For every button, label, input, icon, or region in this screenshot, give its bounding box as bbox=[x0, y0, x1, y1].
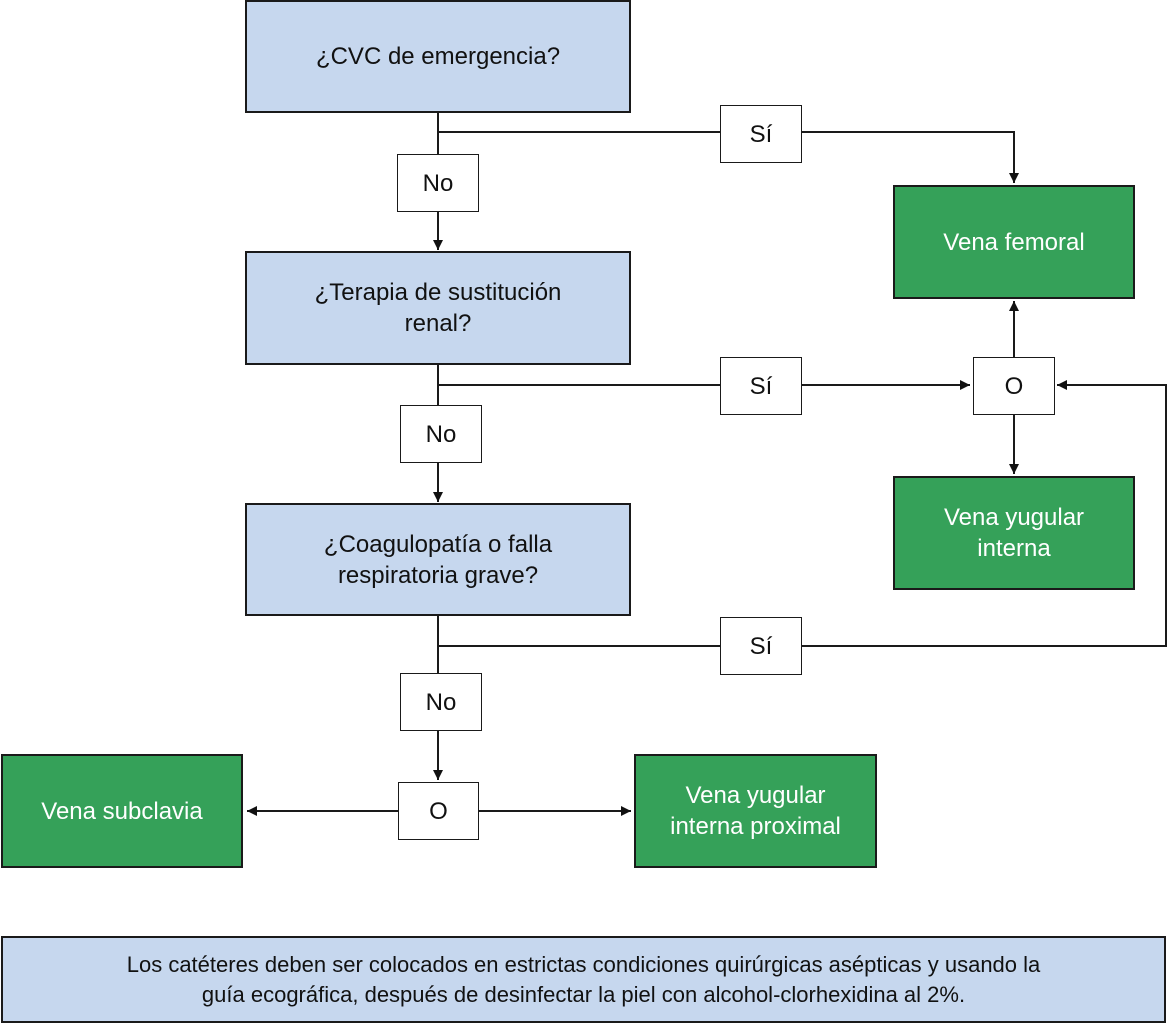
label-text: Sí bbox=[749, 632, 773, 660]
question-text: ¿Terapia de sustitución renal? bbox=[314, 279, 562, 337]
label-or-bottom: O bbox=[398, 782, 479, 840]
label-no-3: No bbox=[400, 673, 482, 731]
label-yes-2: Sí bbox=[720, 357, 802, 415]
outcome-subclavian-vein: Vena subclavia bbox=[1, 754, 243, 868]
arrow-q3-yes bbox=[438, 380, 1167, 647]
label-no-2: No bbox=[400, 405, 482, 463]
label-no-1: No bbox=[397, 154, 479, 212]
question-text: ¿Coagulopatía o falla respiratoria grave… bbox=[323, 530, 553, 589]
footnote-text: Los catéteres deben ser colocados en est… bbox=[126, 951, 1041, 1007]
label-text: Sí bbox=[749, 120, 773, 148]
question-text: ¿CVC de emergencia? bbox=[315, 43, 561, 70]
label-yes-1: Sí bbox=[720, 105, 802, 163]
label-text: No bbox=[425, 420, 457, 448]
question-coagulopathy: ¿Coagulopatía o falla respiratoria grave… bbox=[245, 503, 631, 616]
footnote-box: Los catéteres deben ser colocados en est… bbox=[1, 936, 1166, 1023]
label-text: O bbox=[1004, 372, 1024, 400]
label-text: No bbox=[422, 169, 454, 197]
outcome-femoral-vein: Vena femoral bbox=[893, 185, 1135, 299]
label-text: O bbox=[429, 797, 448, 825]
outcome-text: Vena femoral bbox=[943, 228, 1085, 256]
label-or-right: O bbox=[973, 357, 1055, 415]
outcome-text: Vena subclavia bbox=[41, 797, 203, 825]
label-text: Sí bbox=[749, 372, 773, 400]
outcome-proximal-internal-jugular-vein: Vena yugular interna proximal bbox=[634, 754, 877, 868]
question-emergency-cvc: ¿CVC de emergencia? bbox=[245, 0, 631, 113]
question-renal-replacement: ¿Terapia de sustitución renal? bbox=[245, 251, 631, 365]
outcome-text: Vena yugular interna proximal bbox=[670, 782, 841, 840]
label-yes-3: Sí bbox=[720, 617, 802, 675]
outcome-text: Vena yugular interna bbox=[943, 504, 1085, 562]
outcome-internal-jugular-vein: Vena yugular interna bbox=[893, 476, 1135, 590]
label-text: No bbox=[425, 688, 457, 716]
arrow-q1-yes bbox=[438, 131, 1019, 183]
